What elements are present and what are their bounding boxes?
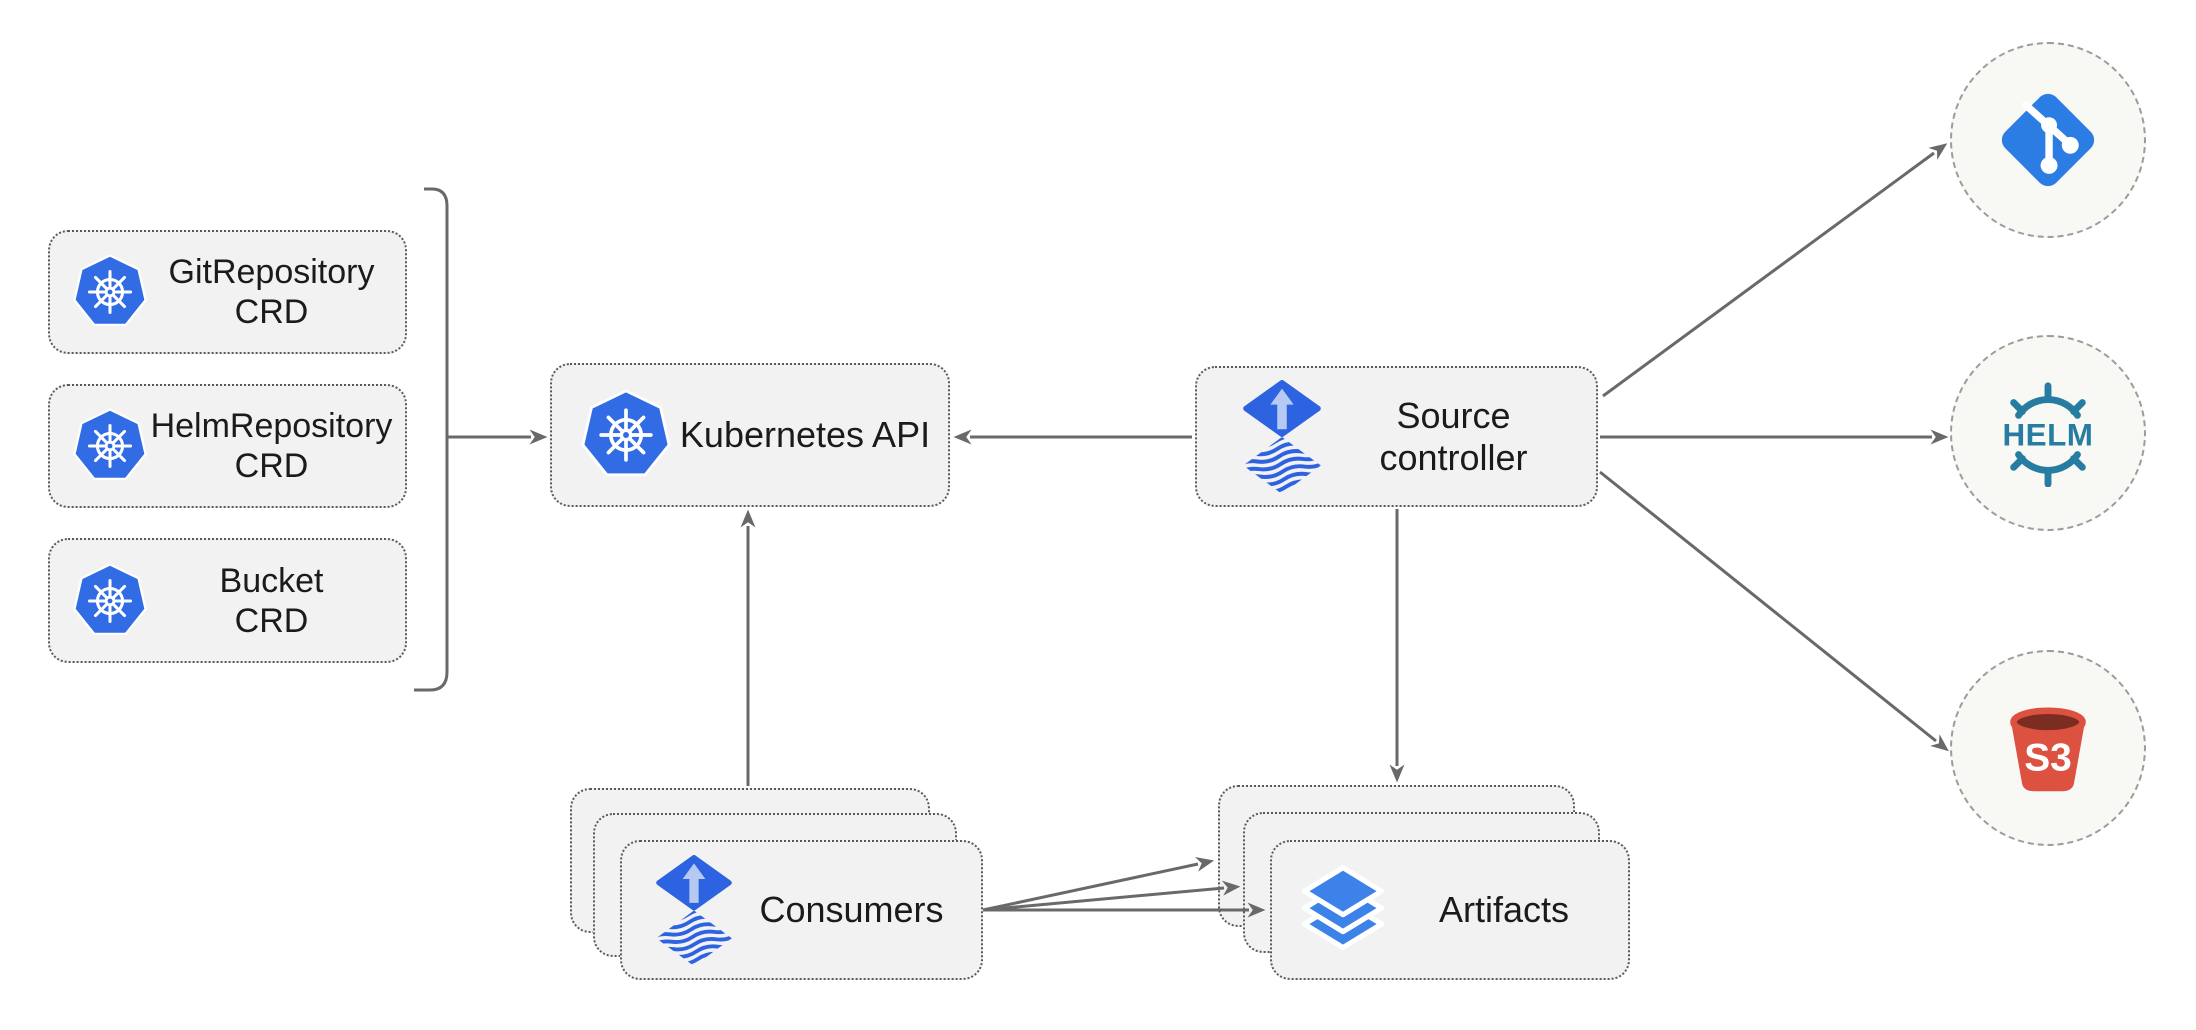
- node-line2: controller: [1379, 436, 1528, 478]
- kubernetes-icon: [72, 254, 148, 330]
- node-bucket-crd: Bucket CRD: [48, 538, 407, 663]
- flux-icon: [1243, 380, 1321, 494]
- crd-line1: GitRepository: [168, 253, 375, 291]
- node-label: GitRepository CRD: [148, 252, 405, 332]
- crd-line1: Bucket: [219, 561, 324, 600]
- arrow-source-controller-to-s3: [1599, 470, 1949, 752]
- endpoint-helm: HELM: [1950, 335, 2146, 531]
- node-consumers: Consumers: [620, 840, 983, 980]
- node-kubernetes-api: Kubernetes API: [550, 363, 950, 507]
- crd-line2: CRD: [234, 447, 309, 485]
- s3-bucket-icon: S3: [2010, 707, 2086, 792]
- crd-group-bracket: [414, 187, 449, 692]
- node-label: HelmRepository CRD: [148, 406, 405, 486]
- arrow-consumers-to-artifacts-1: [982, 856, 1215, 912]
- crd-line2: CRD: [234, 293, 309, 331]
- node-line1: Source: [1396, 394, 1511, 436]
- arrow-source-controller-to-git: [1602, 143, 1948, 398]
- node-artifacts: Artifacts: [1270, 840, 1630, 980]
- flux-icon: [656, 855, 732, 966]
- node-helmrepository-crd: HelmRepository CRD: [48, 384, 407, 508]
- endpoint-s3: S3: [1950, 650, 2146, 846]
- node-label: Kubernetes API: [679, 414, 931, 455]
- crd-line2: CRD: [234, 601, 309, 640]
- kubernetes-icon: [72, 408, 148, 484]
- helm-icon: HELM: [2003, 382, 2094, 487]
- node-label: Source controller: [1321, 395, 1596, 479]
- crd-line1: HelmRepository: [150, 407, 393, 445]
- layers-icon: [1301, 865, 1385, 951]
- arrow-consumers-to-artifacts-2: [982, 880, 1241, 912]
- node-source-controller: Source controller: [1195, 366, 1598, 507]
- helm-logo-text: HELM: [2003, 418, 2094, 453]
- s3-logo-text: S3: [2024, 737, 2072, 780]
- endpoint-git: [1950, 42, 2146, 238]
- kubernetes-icon: [72, 563, 148, 639]
- git-icon: [2001, 93, 2095, 187]
- node-gitrepository-crd: GitRepository CRD: [48, 230, 407, 354]
- kubernetes-icon: [580, 389, 672, 481]
- node-label: Artifacts: [1438, 889, 1570, 930]
- node-label: Bucket CRD: [148, 561, 405, 641]
- node-label: Consumers: [759, 889, 944, 930]
